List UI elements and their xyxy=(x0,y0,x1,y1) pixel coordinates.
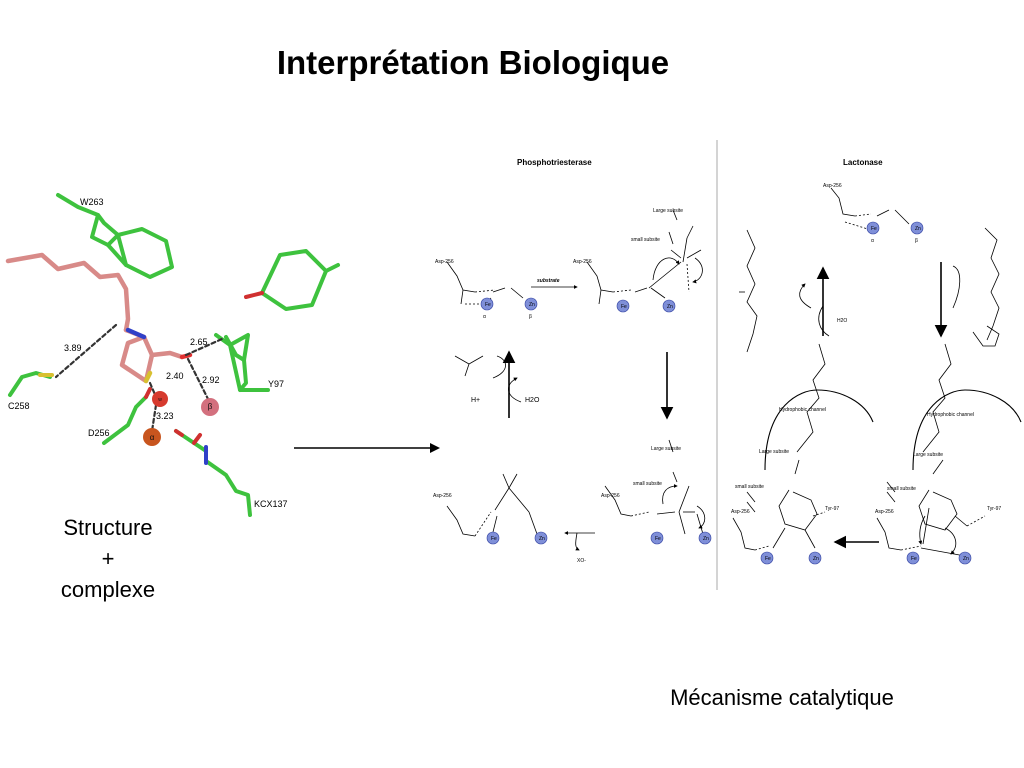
svg-text:Zn: Zn xyxy=(529,302,535,308)
proton-label: H+ xyxy=(471,397,480,404)
lactonase-title: Lactonase xyxy=(843,158,883,167)
small-subsite-label-3: small subsite xyxy=(735,484,764,490)
w263-residue xyxy=(56,193,174,279)
substrate-label: substrate xyxy=(537,278,560,284)
aromatic-ring-right xyxy=(260,249,340,311)
svg-text:Fe: Fe xyxy=(765,556,771,562)
distance-3-23: 3.23 xyxy=(156,411,174,421)
y97-residue xyxy=(214,333,270,392)
pte-title: Phosphotriesterase xyxy=(517,158,592,167)
svg-text:Fe: Fe xyxy=(621,304,627,310)
metal-spheres: w β α xyxy=(143,391,219,446)
water-label-pte: H2O xyxy=(525,397,540,404)
c258-residue xyxy=(8,371,54,397)
hydrophobic-label-2: Hydrophobic channel xyxy=(927,412,974,418)
distance-2-92: 2.92 xyxy=(202,375,220,385)
lac-product-left xyxy=(739,229,758,353)
alpha-label-2: α xyxy=(871,238,874,244)
pte-substrate-bound xyxy=(586,209,703,305)
label-y97: Y97 xyxy=(268,379,284,389)
svg-text:Zn: Zn xyxy=(539,536,545,542)
large-subsite-label-4: Large subsite xyxy=(913,452,943,458)
lac-tetrahedral-intermediate xyxy=(732,343,874,551)
alpha-sphere-label: α xyxy=(150,433,155,442)
metal-labels: Fe Zn Fe Zn Fe Zn Fe Zn Fe Zn Fe Zn Fe Z… xyxy=(485,226,969,562)
beta-label-2: β xyxy=(915,238,918,244)
mechanism-caption: Mécanisme catalytique xyxy=(670,685,894,710)
distance-2-40: 2.40 xyxy=(166,371,184,381)
large-subsite-label-2: Large subsite xyxy=(651,446,681,452)
tyr-label-2: Tyr-97 xyxy=(987,506,1001,512)
svg-text:Fe: Fe xyxy=(655,536,661,542)
pte-regeneration xyxy=(454,350,522,418)
alpha-metal-sphere xyxy=(143,428,161,446)
alpha-label-1: α xyxy=(483,314,486,320)
pte-resting-state xyxy=(446,261,524,305)
label-w263: W263 xyxy=(80,197,104,207)
structure-caption-line2: + xyxy=(101,546,115,571)
svg-text:Zn: Zn xyxy=(703,536,709,542)
beta-sphere-label: β xyxy=(208,402,213,411)
pte-intermediate xyxy=(604,439,706,535)
svg-text:Fe: Fe xyxy=(491,536,497,542)
structure-caption-line3: complexe xyxy=(60,577,156,602)
asp-label-1: Asp-256 xyxy=(435,259,454,265)
label-c258: C258 xyxy=(8,401,30,411)
svg-text:Zn: Zn xyxy=(667,304,673,310)
water-label-lac: H2O xyxy=(837,318,847,324)
water-sphere-label: w xyxy=(158,397,162,403)
asp-label-6: Asp-256 xyxy=(731,509,750,515)
active-site-structure: w β α W263 C258 D256 Y97 KCX137 3.89 2.6… xyxy=(5,193,340,517)
tyr-label-1: Tyr-97 xyxy=(825,506,839,512)
link-arrow xyxy=(294,443,440,453)
asp-label-2: Asp-256 xyxy=(573,259,592,265)
lac-substrate-bound xyxy=(876,343,1022,557)
lac-substrate-right xyxy=(972,227,1000,347)
lac-resting-state xyxy=(830,187,910,231)
beta-metal-sphere xyxy=(201,398,219,416)
large-subsite-label-1: Large subsite xyxy=(653,208,683,214)
asp-label-4: Asp-256 xyxy=(601,493,620,499)
svg-text:Fe: Fe xyxy=(871,226,877,232)
distance-lines xyxy=(54,323,224,433)
svg-text:Fe: Fe xyxy=(485,302,491,308)
kcx137-residue xyxy=(174,429,252,517)
distance-3-89: 3.89 xyxy=(64,343,82,353)
svg-text:Zn: Zn xyxy=(915,226,921,232)
asp-label-3: Asp-256 xyxy=(433,493,452,499)
svg-text:Fe: Fe xyxy=(911,556,917,562)
page-title: Interprétation Biologique xyxy=(276,44,670,81)
large-subsite-label-3: Large subsite xyxy=(759,449,789,455)
pte-product-state xyxy=(446,473,538,537)
asp-label-7: Asp-256 xyxy=(875,509,894,515)
svg-text:Zn: Zn xyxy=(963,556,969,562)
mechanism-scheme: Fe Zn Fe Zn Fe Zn Fe Zn Fe Zn Fe Zn Fe Z… xyxy=(433,140,1022,590)
label-kcx137: KCX137 xyxy=(254,499,288,509)
label-d256: D256 xyxy=(88,428,110,438)
beta-label-1: β xyxy=(529,314,532,320)
d256-residue xyxy=(102,395,148,445)
small-subsite-label-2: small subsite xyxy=(633,481,662,487)
svg-text:Zn: Zn xyxy=(813,556,819,562)
xo-label: XO- xyxy=(577,558,586,564)
small-subsite-label-1: small subsite xyxy=(631,237,660,243)
metal-centers xyxy=(480,221,972,565)
distance-2-65: 2.65 xyxy=(190,337,208,347)
structure-caption: Structure + complexe xyxy=(38,512,178,605)
water-sphere xyxy=(152,391,168,407)
hydrophobic-label-1: Hydrophobic channel xyxy=(779,407,826,413)
asp-label-5: Asp-256 xyxy=(823,183,842,189)
structure-caption-line1: Structure xyxy=(63,515,153,540)
small-subsite-label-4: small subsite xyxy=(887,486,916,492)
